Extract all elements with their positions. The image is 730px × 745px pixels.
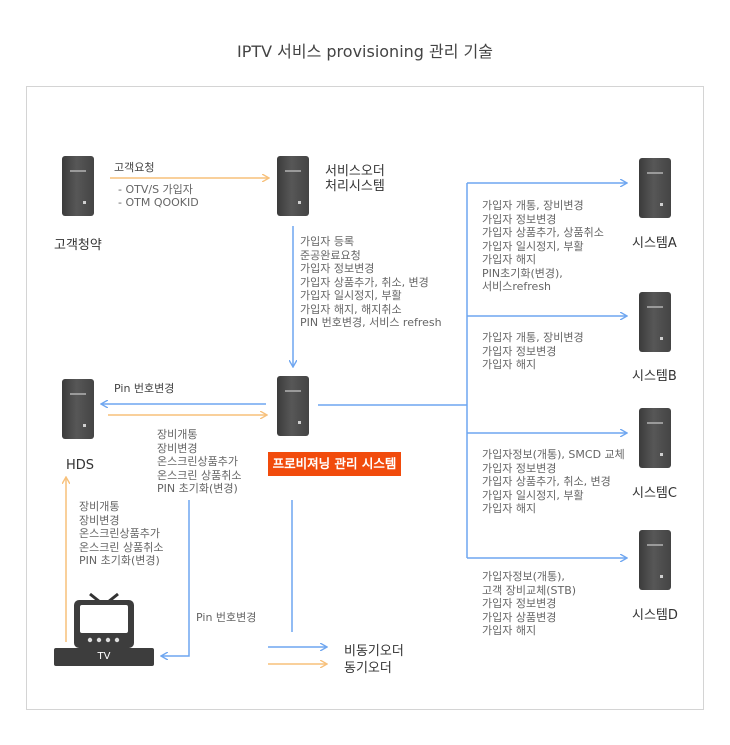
- node-service-order-label-line2: 처리시스템: [325, 179, 385, 194]
- server-icon: [639, 408, 671, 468]
- edge-label-order-to-provision: 가입자 등록 준공완료요청 가입자 정보변경 가입자 상품추가, 취소, 변경 …: [300, 235, 442, 329]
- edge-label-to-system-b: 가입자 개통, 장비변경 가입자 정보변경 가입자 해지: [482, 331, 584, 371]
- server-icon: [639, 158, 671, 218]
- edge-label-pin-change-bottom: Pin 번호변경: [196, 611, 257, 624]
- server-icon: [639, 530, 671, 590]
- tv-label: TV: [97, 651, 111, 662]
- node-service-order-label-line1: 서비스오더: [325, 164, 385, 179]
- edge-pin-change-to-tv: [162, 500, 190, 656]
- edge-label-tv-to-hds: 장비개통 장비변경 온스크린상품추가 온스크린 상품취소 PIN 초기화(변경): [79, 500, 164, 567]
- server-icon: [62, 379, 94, 439]
- legend-sync-label: 동기오더: [344, 661, 392, 676]
- diagram-frame: [26, 86, 704, 710]
- node-system-d-label: 시스템D: [632, 608, 678, 623]
- server-icon: [277, 156, 309, 216]
- legend-async-label: 비동기오더: [344, 644, 404, 659]
- edge-label-pin-change-top: Pin 번호변경: [114, 382, 175, 395]
- edge-label-customer-request: 고객요청: [114, 161, 155, 174]
- node-customer-label: 고객청약: [54, 238, 102, 253]
- tv-icon: [54, 592, 154, 666]
- node-system-c-label: 시스템C: [632, 486, 677, 501]
- edge-label-provision-to-hds: 장비개통 장비변경 온스크린상품추가 온스크린 상품취소 PIN 초기화(변경): [157, 428, 242, 495]
- edge-label-customer-item-1: - OTV/S 가입자: [118, 183, 193, 196]
- server-icon: [277, 376, 309, 436]
- server-icon: [639, 292, 671, 352]
- edge-label-customer-item-2: - OTM QOOKID: [118, 196, 199, 209]
- server-icon: [62, 156, 94, 216]
- edge-label-to-system-a: 가입자 개통, 장비변경 가입자 정보변경 가입자 상품추가, 상품취소 가입자…: [482, 199, 604, 293]
- node-hds-label: HDS: [66, 458, 95, 473]
- diagram-title: IPTV 서비스 provisioning 관리 기술: [236, 42, 493, 61]
- node-provisioning-label: 프로비져닝 관리 시스템: [268, 452, 401, 476]
- node-system-a-label: 시스템A: [632, 236, 677, 251]
- node-system-b-label: 시스템B: [632, 369, 677, 384]
- edge-label-to-system-c: 가입자정보(개통), SMCD 교체 가입자 정보변경 가입자 상품추가, 취소…: [482, 448, 625, 515]
- edge-label-to-system-d: 가입자정보(개통), 고객 장비교체(STB) 가입자 정보변경 가입자 상품변…: [482, 570, 577, 637]
